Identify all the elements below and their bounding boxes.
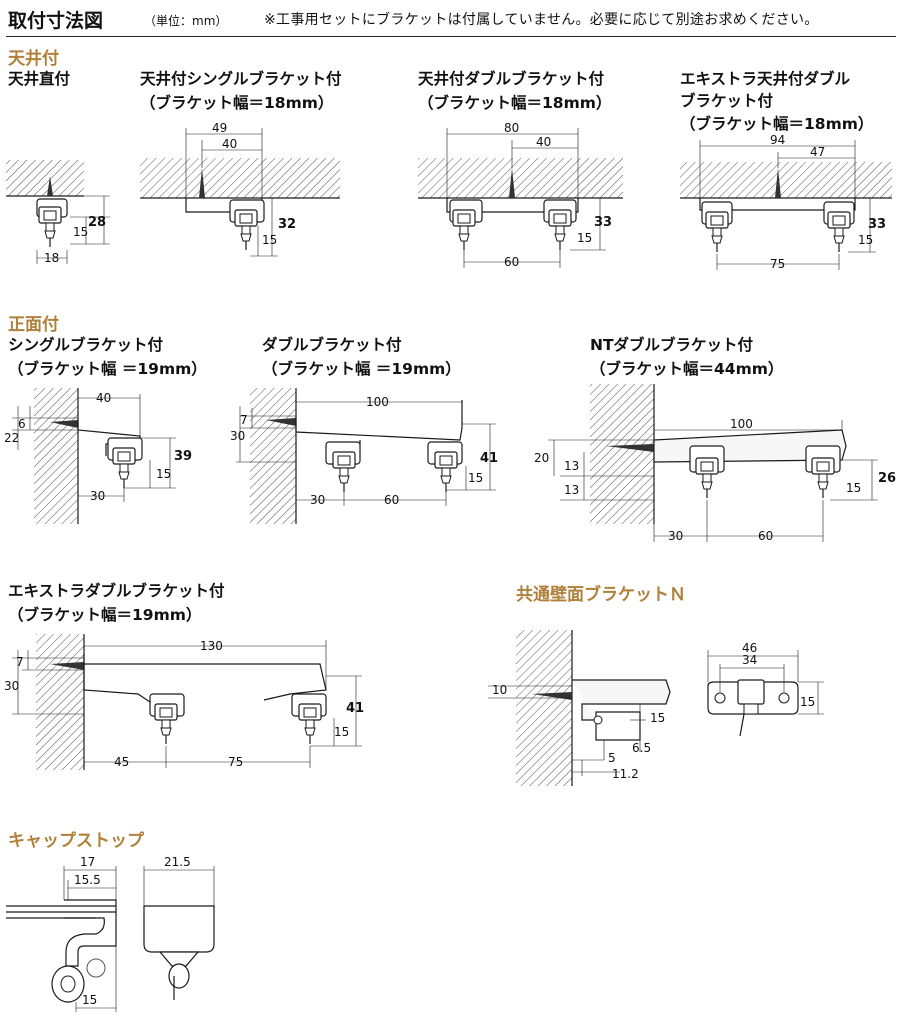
dim-100-a: 100 xyxy=(366,395,389,409)
label-ceiling-double-1: 天井付ダブルブラケット付 xyxy=(418,70,605,88)
label-ceiling-double-2: （ブラケット幅＝18mm） xyxy=(418,94,612,112)
diagram-cap-stop-front xyxy=(143,866,215,1000)
label-front-nt-1: NTダブルブラケット付 xyxy=(590,336,754,354)
section-front: 正面付 xyxy=(8,315,59,335)
diagram-front-extra xyxy=(12,634,362,770)
dim-15-b: 15 xyxy=(262,233,277,247)
diagram-front-nt xyxy=(548,384,878,542)
dim-15-c: 15 xyxy=(577,231,592,245)
dim-28: 28 xyxy=(88,215,106,230)
dim-32: 32 xyxy=(278,217,296,232)
dim-30-a: 30 xyxy=(90,489,105,503)
page-header: 取付寸法図 （単位：mm） ※工事用セットにブラケットは付属していません。必要に… xyxy=(6,6,896,36)
diagram-front-single xyxy=(12,388,176,524)
dim-130: 130 xyxy=(200,639,223,653)
dim-15-h: 15 xyxy=(334,725,349,739)
label-ceiling-extra-3: （ブラケット幅＝18mm） xyxy=(680,115,874,133)
dim-75-b: 75 xyxy=(228,755,243,769)
diagram-cap-stop-side xyxy=(6,866,117,1012)
bracket-note: ※工事用セットにブラケットは付属していません。必要に応じて別途お求めください。 xyxy=(264,12,819,28)
dim-30-b: 30 xyxy=(230,429,245,443)
section-wall-bracket: 共通壁面ブラケットＮ xyxy=(516,585,686,605)
dim-21-5: 21.5 xyxy=(164,855,191,869)
dim-60-c: 60 xyxy=(758,529,773,543)
dim-40-a: 40 xyxy=(222,137,237,151)
dim-39: 39 xyxy=(174,449,192,464)
dim-15-i: 15 xyxy=(650,711,665,725)
dim-22: 22 xyxy=(4,431,19,445)
dim-30-d: 30 xyxy=(668,529,683,543)
dim-46: 46 xyxy=(742,641,757,655)
dim-45: 45 xyxy=(114,755,129,769)
label-front-single-2: （ブラケット幅 ＝19mm） xyxy=(8,360,207,378)
dim-15-j: 15 xyxy=(800,695,815,709)
diagram-ceiling-direct xyxy=(6,160,110,264)
dim-15-g: 15 xyxy=(846,481,861,495)
dim-47: 47 xyxy=(810,145,825,159)
dim-5: 5 xyxy=(608,751,616,765)
dim-17: 17 xyxy=(80,855,95,869)
dim-26: 26 xyxy=(878,471,896,486)
diagram-ceiling-extra xyxy=(680,140,892,270)
dim-15-5: 15.5 xyxy=(74,873,101,887)
dim-40-c: 40 xyxy=(96,391,111,405)
label-front-extra-2: （ブラケット幅＝19mm） xyxy=(8,606,202,624)
dim-7-a: 7 xyxy=(240,413,248,427)
dim-40-b: 40 xyxy=(536,135,551,149)
dim-30-c: 30 xyxy=(310,493,325,507)
dim-15-f: 15 xyxy=(468,471,483,485)
dim-13-b: 13 xyxy=(564,483,579,497)
dim-10: 10 xyxy=(492,683,507,697)
label-front-double-1: ダブルブラケット付 xyxy=(262,336,402,354)
dim-75-a: 75 xyxy=(770,257,785,271)
dim-41-b: 41 xyxy=(346,701,364,716)
dim-15-d: 15 xyxy=(858,233,873,247)
dim-100-b: 100 xyxy=(730,417,753,431)
dim-80: 80 xyxy=(504,121,519,135)
dim-49: 49 xyxy=(212,121,227,135)
unit-note: （単位：mm） xyxy=(144,14,228,28)
label-front-double-2: （ブラケット幅 ＝19mm） xyxy=(262,360,461,378)
label-front-single-1: シングルブラケット付 xyxy=(8,336,164,354)
section-cap-stop: キャップストップ xyxy=(8,831,144,851)
dim-18: 18 xyxy=(44,251,59,265)
label-front-nt-2: （ブラケット幅＝44mm） xyxy=(590,360,784,378)
label-front-extra-1: エキストラダブルブラケット付 xyxy=(8,582,225,600)
dim-15-k: 15 xyxy=(82,993,97,1007)
diagram-wall-bracket-side xyxy=(488,630,671,786)
dim-41-a: 41 xyxy=(480,451,498,466)
dim-60-b: 60 xyxy=(384,493,399,507)
dim-15-e: 15 xyxy=(156,467,171,481)
page-title: 取付寸法図 xyxy=(8,10,104,32)
dim-30-e: 30 xyxy=(4,679,19,693)
dim-20: 20 xyxy=(534,451,549,465)
label-ceiling-single-1: 天井付シングルブラケット付 xyxy=(140,70,342,88)
diagram-ceiling-single xyxy=(140,128,340,257)
label-ceiling-single-2: （ブラケット幅＝18mm） xyxy=(140,94,334,112)
dim-15-a: 15 xyxy=(73,225,88,239)
label-ceiling-extra-1: エキストラ天井付ダブル xyxy=(680,70,851,88)
dim-60-a: 60 xyxy=(504,255,519,269)
title-divider xyxy=(6,36,896,37)
dim-34: 34 xyxy=(742,653,757,667)
diagram-wall-bracket-front xyxy=(707,650,824,737)
diagram-front-double xyxy=(236,388,496,524)
section-ceiling: 天井付 xyxy=(8,49,59,69)
label-ceiling-direct: 天井直付 xyxy=(8,70,71,88)
diagram-ceiling-double xyxy=(418,128,623,268)
dim-94: 94 xyxy=(770,133,785,147)
dim-6-5: 6.5 xyxy=(632,741,651,755)
dim-33-a: 33 xyxy=(594,215,612,230)
dim-11-2: 11.2 xyxy=(612,767,639,781)
dim-13-a: 13 xyxy=(564,459,579,473)
dim-7-b: 7 xyxy=(16,655,24,669)
dim-33-b: 33 xyxy=(868,217,886,232)
dim-6: 6 xyxy=(18,417,26,431)
label-ceiling-extra-2: ブラケット付 xyxy=(680,92,774,110)
